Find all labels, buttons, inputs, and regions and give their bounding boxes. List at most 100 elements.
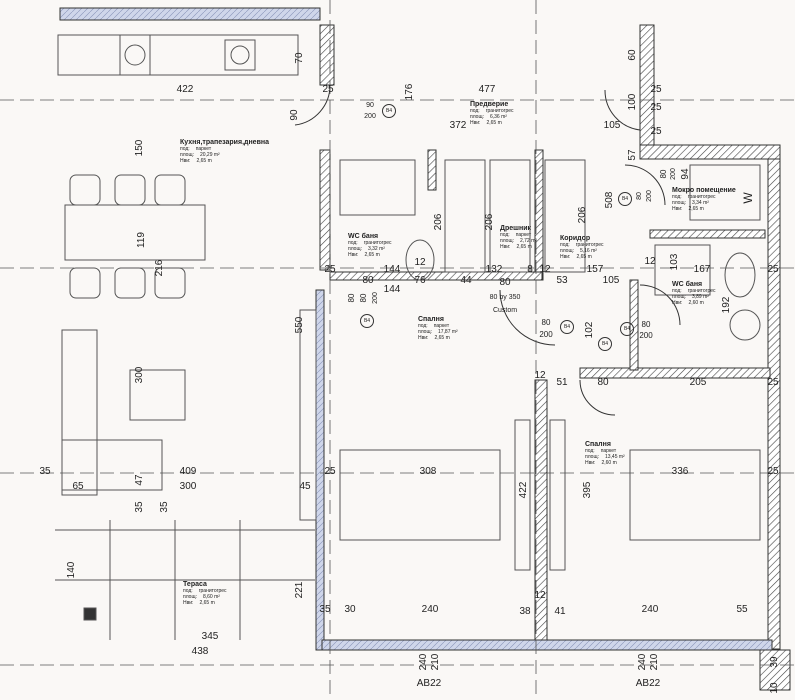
dimension: 45	[299, 481, 311, 492]
dimension: 144	[383, 264, 401, 275]
dimension: 105	[602, 275, 620, 286]
dimension: 167	[693, 264, 711, 275]
door-tag: B4	[618, 192, 632, 206]
height-label: Нви:	[672, 206, 683, 212]
floor-label: под:	[180, 146, 190, 152]
floor-label: под:	[183, 588, 193, 594]
dimension: 80	[499, 277, 511, 288]
dimension: 90	[289, 109, 300, 121]
dining-table	[64, 204, 206, 261]
door-tag: B4	[598, 337, 612, 351]
dimension: 422	[176, 84, 194, 95]
height-value: 2,65 m	[196, 158, 212, 164]
area-label: площ:	[183, 594, 197, 600]
dimension: 41	[554, 606, 566, 617]
area-label: площ:	[180, 152, 194, 158]
height-label: Нви:	[180, 158, 191, 164]
dimension: 240	[641, 604, 659, 615]
height-value: 2,65 m	[434, 335, 450, 341]
door-type: Custom	[492, 307, 518, 314]
dimension: 80	[347, 293, 356, 303]
floor-value: гранитогрес	[575, 242, 604, 248]
dimension: 422	[518, 481, 529, 499]
dimension: 372	[449, 120, 467, 131]
height-label: Нви:	[183, 600, 194, 606]
dimension: 409	[179, 466, 197, 477]
dimension: 10	[769, 682, 780, 694]
door-size: 80 by 350	[489, 294, 521, 301]
room-name: WC баня	[672, 281, 703, 288]
door-tag: B4	[620, 322, 634, 336]
dimension: 105	[603, 120, 621, 131]
door-tag: B4	[560, 320, 574, 334]
area-value: 17,87 m²	[437, 329, 458, 335]
dimension: 70	[294, 52, 305, 64]
dimension: 345	[201, 631, 219, 642]
area-label: площ:	[418, 329, 432, 335]
floor-value: гранитогрес	[687, 288, 716, 294]
dimension: 80	[641, 320, 651, 329]
door-tag: B4	[382, 104, 396, 118]
dimension: 308	[419, 466, 437, 477]
dimension: 44	[460, 275, 472, 286]
height-value: 2,65 m	[199, 600, 215, 606]
dimension: 216	[154, 259, 165, 277]
height-value: 2,65 m	[364, 252, 380, 258]
area-value: 3,32 m²	[367, 246, 385, 252]
dimension: 206	[577, 206, 588, 224]
dimension: 176	[404, 83, 415, 101]
dimension: 508	[604, 191, 615, 209]
room-name: Тераса	[183, 581, 207, 588]
dimension: 25	[322, 84, 334, 95]
dimension: 192	[721, 296, 732, 314]
dimension: 144	[383, 284, 401, 295]
dimension: 200	[364, 113, 376, 120]
dimension: 94	[680, 168, 691, 180]
room-name: WC баня	[348, 233, 379, 240]
floor-label: под:	[348, 240, 358, 246]
area-label: площ:	[560, 248, 574, 254]
dimension: 35	[319, 604, 331, 615]
area-value: 8,60 m²	[202, 594, 220, 600]
dimension: 80	[597, 377, 609, 388]
area-value: 3,89 m²	[691, 294, 709, 300]
floor-value: паркет	[195, 146, 212, 152]
dimension: 30	[344, 604, 356, 615]
exterior-walls	[59, 7, 791, 691]
dimension: 550	[294, 316, 305, 334]
axis-label: AB22	[416, 678, 442, 689]
room-name: Спалня	[418, 316, 444, 323]
floor-label: под:	[470, 108, 480, 114]
kitchen-counter	[57, 34, 299, 76]
dimension: 206	[484, 213, 495, 231]
room-name: Дрешник	[500, 225, 532, 232]
floor-value: гранитогрес	[363, 240, 392, 246]
dimension: 200	[372, 292, 379, 304]
dimension: 240	[421, 604, 439, 615]
shower	[654, 244, 711, 296]
floor-value: паркет	[433, 323, 450, 329]
floor-label: под:	[672, 194, 682, 200]
area-label: площ:	[348, 246, 362, 252]
dimension: 35	[134, 501, 145, 513]
dimension: 65	[72, 481, 84, 492]
dimension: 200	[646, 190, 653, 202]
dimension: 200	[639, 331, 653, 340]
height-value: 2,60 m	[601, 460, 617, 466]
height-label: Нви:	[585, 460, 596, 466]
dimension: 205	[689, 377, 707, 388]
dimension: 25	[650, 84, 662, 95]
height-value: 2,65 m	[486, 120, 502, 126]
floor-value: паркет	[600, 448, 617, 454]
sofa	[61, 329, 98, 496]
floor-label: под:	[500, 232, 510, 238]
